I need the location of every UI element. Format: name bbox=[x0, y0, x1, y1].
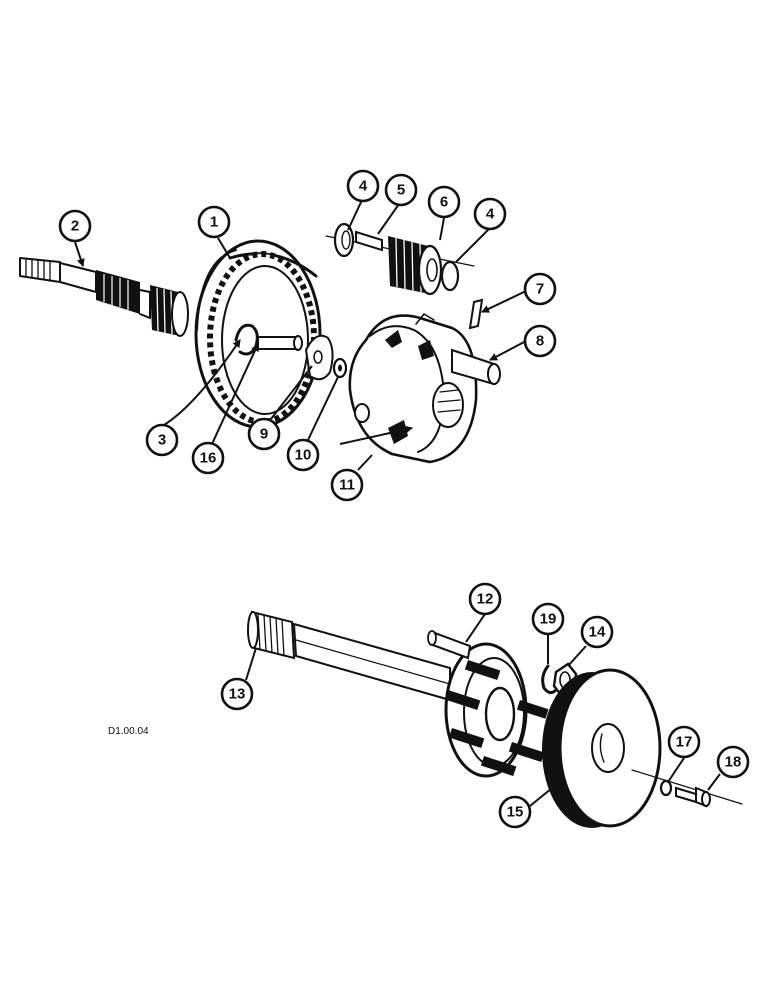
callout-13-label: 13 bbox=[229, 686, 246, 703]
callout-15-label: 15 bbox=[507, 804, 524, 821]
callout-11-label: 11 bbox=[339, 477, 355, 494]
callout-10-label: 10 bbox=[295, 447, 312, 464]
wheel-stud-part bbox=[427, 630, 472, 660]
callout-1-label: 1 bbox=[210, 214, 218, 231]
snap-clip-part bbox=[234, 323, 303, 356]
input-shaft-part bbox=[19, 257, 189, 337]
retaining-bolt-part bbox=[675, 786, 711, 808]
callout-11: 11 bbox=[330, 468, 364, 502]
leader-lines bbox=[74, 199, 721, 807]
figure-reference-code: D1.00.04 bbox=[108, 726, 149, 737]
callout-6-label: 6 bbox=[440, 194, 448, 211]
callout-9-label: 9 bbox=[260, 426, 268, 443]
callout-7-label: 7 bbox=[536, 281, 544, 298]
planet-gear-part bbox=[333, 222, 460, 296]
lock-washer-part bbox=[541, 664, 558, 695]
callout-6: 6 bbox=[427, 185, 461, 219]
callout-12: 12 bbox=[468, 582, 502, 616]
callout-14: 14 bbox=[580, 615, 614, 649]
cover-disc-part bbox=[542, 668, 662, 828]
callout-5: 5 bbox=[384, 173, 418, 207]
callout-13: 13 bbox=[220, 677, 254, 711]
callout-1: 1 bbox=[197, 205, 231, 239]
callout-16: 16 bbox=[191, 441, 225, 475]
hub-flange-part bbox=[444, 642, 549, 778]
callout-10: 10 bbox=[286, 438, 320, 472]
callout-19-label: 19 bbox=[540, 611, 557, 628]
callout-8-label: 8 bbox=[536, 333, 544, 350]
callout-5-label: 5 bbox=[397, 182, 405, 199]
callout-8: 8 bbox=[523, 324, 557, 358]
planet-carrier-part bbox=[348, 313, 478, 464]
callout-16-label: 16 bbox=[200, 450, 217, 467]
callout-18: 18 bbox=[716, 745, 750, 779]
callout-3-label: 3 bbox=[158, 432, 166, 449]
thrust-plate-part bbox=[304, 334, 348, 381]
callout-15: 15 bbox=[498, 795, 532, 829]
callout-4-left: 4 bbox=[346, 169, 380, 203]
callout-17-label: 17 bbox=[676, 734, 693, 751]
callout-2-label: 2 bbox=[71, 218, 79, 235]
callout-4-left-label: 4 bbox=[359, 178, 368, 195]
callout-2: 2 bbox=[58, 209, 92, 243]
bolt-washer-part bbox=[659, 779, 673, 797]
callout-9: 9 bbox=[247, 417, 281, 451]
callout-17: 17 bbox=[667, 725, 701, 759]
callout-7: 7 bbox=[523, 272, 557, 306]
callout-14-label: 14 bbox=[589, 624, 606, 641]
carrier-pin-part bbox=[451, 348, 501, 386]
callout-19: 19 bbox=[531, 602, 565, 636]
spring-pin-part bbox=[468, 298, 484, 330]
callout-12-label: 12 bbox=[477, 591, 494, 608]
callout-18-label: 18 bbox=[725, 754, 742, 771]
callout-4-right: 4 bbox=[473, 197, 507, 231]
callout-4-right-label: 4 bbox=[486, 206, 495, 223]
axle-shaft-part bbox=[247, 610, 451, 702]
callout-3: 3 bbox=[145, 423, 179, 457]
